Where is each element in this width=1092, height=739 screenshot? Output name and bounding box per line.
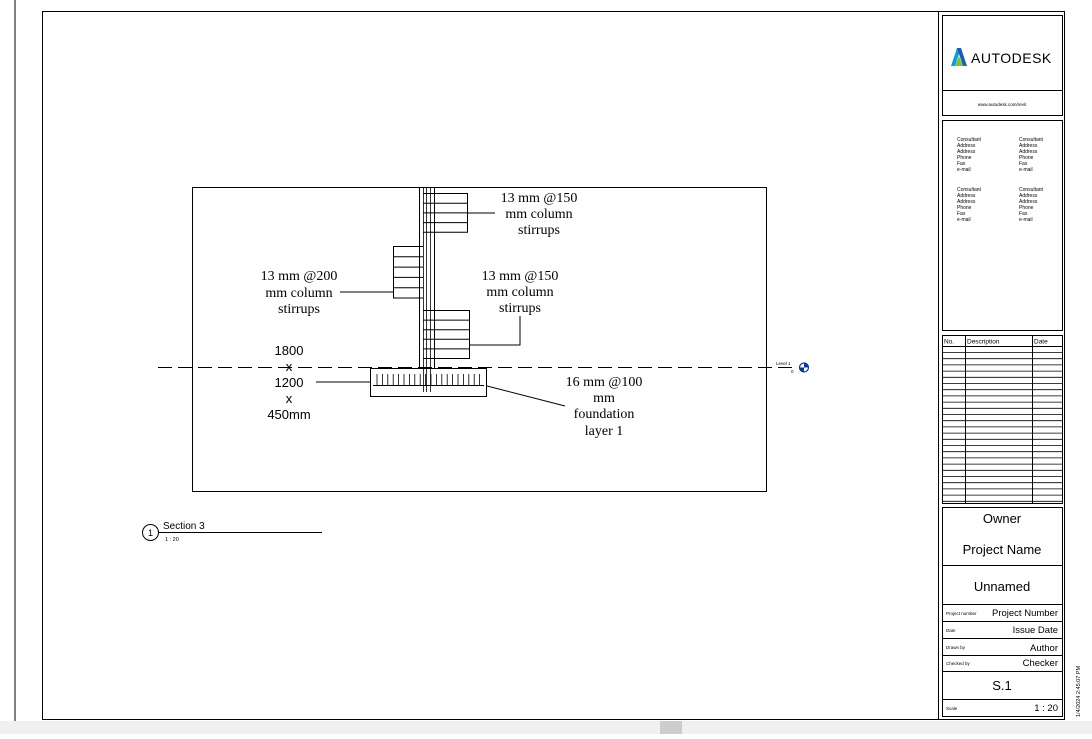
view-number: 1 [148, 528, 153, 538]
side-stamp: 1/4/2024 2:45:07 PM [1076, 666, 1082, 717]
annotation-text: mm column [505, 207, 572, 222]
revision-table [942, 335, 1063, 504]
field-label: Drawn by [946, 645, 966, 650]
section-viewport[interactable]: Level 1 0 13 mm @150 mm column s [158, 187, 810, 492]
consultant-name: Consultant [1019, 137, 1044, 143]
consultant-line: e-mail [957, 217, 971, 223]
consultant-line: Phone [1019, 205, 1034, 211]
annotation-text: x [286, 391, 293, 406]
leader-line [469, 316, 521, 346]
project-number-value: Project Number [992, 608, 1058, 619]
consultant-line: Fax [1019, 161, 1028, 167]
annotation-text: 13 mm @150 [501, 191, 578, 206]
project-name-text: Project Name [963, 542, 1042, 557]
sheet-name-text: Unnamed [974, 579, 1030, 594]
annotation-text: mm column [265, 286, 332, 301]
scale-label: Scale [946, 706, 958, 711]
annotation-text: 450mm [267, 407, 310, 422]
consultant-line: Fax [957, 211, 966, 217]
sheet-border [42, 11, 1065, 720]
consultant-name: Consultant [957, 137, 982, 143]
consultant-line: Address [957, 149, 976, 155]
footing-size-annotation: 1800 x 1200 x 450mm [267, 343, 310, 422]
view-name: Section 3 [163, 521, 205, 532]
scale-value: 1 : 20 [1034, 703, 1058, 714]
consultant-line: Address [957, 143, 976, 149]
annotation-text: layer 1 [585, 424, 623, 439]
owner-text: Owner [983, 511, 1022, 526]
checked-by-value: Checker [1023, 658, 1058, 669]
revision-rows [942, 346, 1063, 502]
consultant-name: Consultant [957, 187, 982, 193]
consultant-line: Address [957, 193, 976, 199]
consultants-box [942, 120, 1063, 331]
titleblock[interactable]: AUTODESK www.autodesk.com/revit Consulta… [942, 15, 1082, 718]
field-label: Project number [946, 611, 977, 616]
annotations: 13 mm @150 mm column stirrups 13 mm @200… [261, 191, 643, 439]
scrollbar-thumb[interactable] [660, 721, 682, 734]
issue-date-value: Issue Date [1013, 625, 1058, 636]
consultant-line: Phone [1019, 155, 1034, 161]
level-head-icon[interactable] [798, 362, 810, 373]
view-scale: 1 : 20 [165, 537, 179, 543]
consultant-line: e-mail [1019, 167, 1033, 173]
annotation-text: 13 mm @150 [482, 269, 559, 284]
field-label: Checked by [946, 661, 971, 666]
annotation-text: 16 mm @100 [566, 375, 643, 390]
consultant-line: Address [957, 199, 976, 205]
annotation-text: 1200 [275, 375, 304, 390]
revision-header-description: Description [967, 339, 1000, 346]
annotation-text: 1800 [275, 343, 304, 358]
footing [370, 368, 487, 397]
revision-header-no: No. [944, 339, 954, 346]
consultant-line: e-mail [1019, 217, 1033, 223]
revision-header-date: Date [1034, 339, 1048, 346]
annotation-text: stirrups [518, 223, 560, 238]
consultant-line: Address [1019, 149, 1038, 155]
stirrup-group-top [423, 193, 468, 233]
consultant-line: Fax [1019, 211, 1028, 217]
drawn-by-value: Author [1030, 643, 1058, 654]
annotation-text: mm [593, 391, 615, 406]
level-name: Level 1 [776, 361, 791, 366]
annotation-text: stirrups [499, 301, 541, 316]
sheet-number-text: S.1 [992, 678, 1012, 693]
annotation-text: x [286, 359, 293, 374]
project-info-box [942, 507, 1063, 717]
consultant-name: Consultant [1019, 187, 1044, 193]
consultant-line: Address [1019, 199, 1038, 205]
horizontal-scrollbar[interactable] [0, 721, 1092, 734]
autodesk-logo-icon [951, 48, 967, 66]
field-label: Date [946, 628, 956, 633]
consultant-line: Address [1019, 193, 1038, 199]
consultant-line: Phone [957, 205, 972, 211]
consultant-line: Address [1019, 143, 1038, 149]
consultant-line: Fax [957, 161, 966, 167]
annotation-text: foundation [574, 407, 635, 422]
leader-line [486, 385, 566, 407]
consultant-line: e-mail [957, 167, 971, 173]
logo-text: AUTODESK [971, 50, 1052, 66]
annotation-text: 13 mm @200 [261, 269, 338, 284]
stirrup-group-mid [423, 310, 470, 359]
stirrup-group-left [393, 246, 423, 299]
website-text: www.autodesk.com/revit [978, 102, 1027, 107]
logo-box [942, 15, 1063, 116]
view-title[interactable]: 1 Section 3 1 : 20 [142, 521, 323, 543]
footing-rebar-marks [376, 374, 481, 386]
level-elevation: 0 [791, 369, 794, 374]
viewport-boundary [192, 187, 767, 492]
annotation-text: stirrups [278, 302, 320, 317]
consultants: Consultant Address Address Phone Fax e-m… [957, 137, 1044, 223]
consultant-line: Phone [957, 155, 972, 161]
annotation-text: mm column [486, 285, 553, 300]
